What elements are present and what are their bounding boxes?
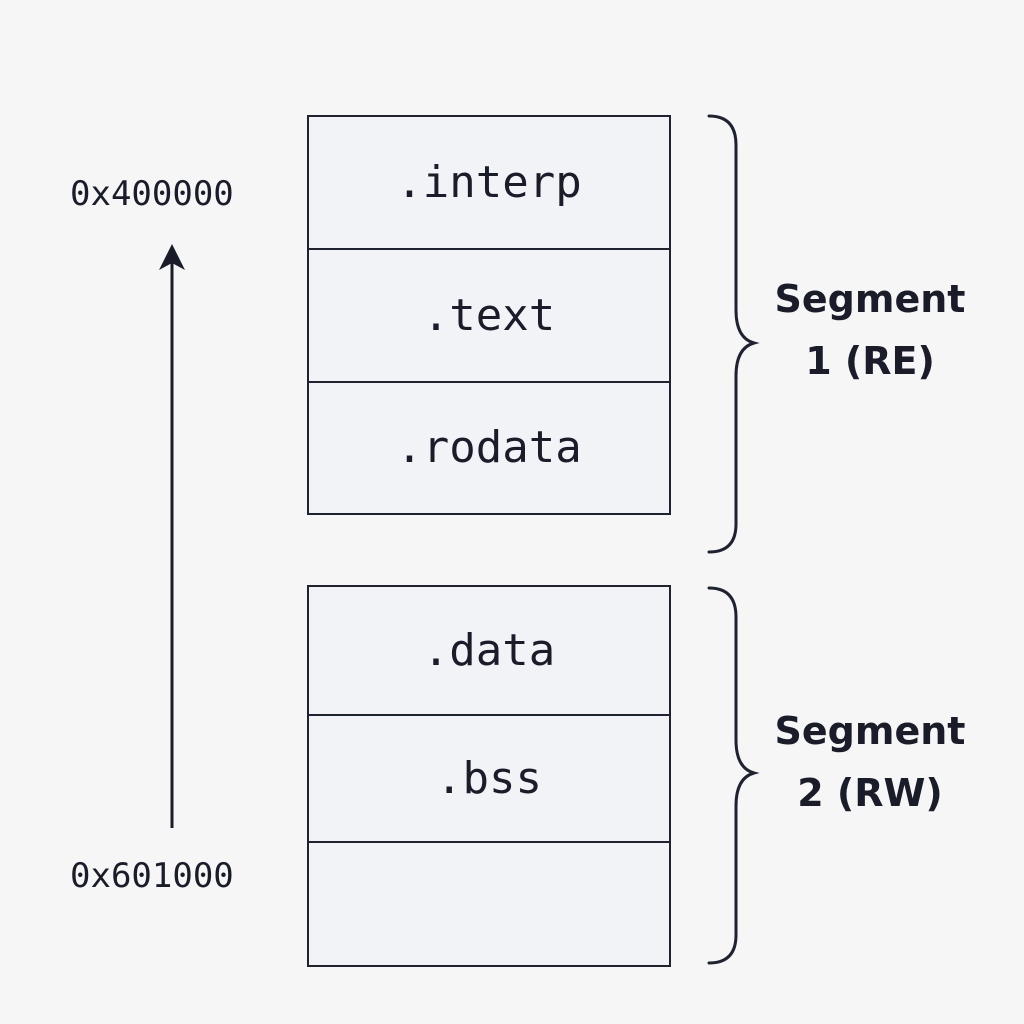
address-label-bottom: 0x601000 bbox=[70, 856, 234, 896]
segment-2-label: Segment 2 (RW) bbox=[760, 700, 980, 824]
section-interp: .interp bbox=[309, 117, 669, 250]
segment-2-label-line2: 2 (RW) bbox=[797, 771, 943, 815]
segment-1-label: Segment 1 (RE) bbox=[760, 268, 980, 392]
segment-2-brace-icon bbox=[707, 586, 760, 965]
section-bss: .bss bbox=[309, 716, 669, 843]
section-rodata: .rodata bbox=[396, 422, 582, 473]
segment-1-box: .interp .text .rodata bbox=[307, 115, 671, 515]
section-text: .text bbox=[309, 250, 669, 383]
segment-1-brace-icon bbox=[707, 114, 760, 554]
segment-1-label-line2: 1 (RE) bbox=[805, 339, 935, 383]
address-label-top: 0x400000 bbox=[70, 174, 234, 214]
arrow-head-icon bbox=[159, 244, 185, 270]
section-data: .data bbox=[309, 587, 669, 716]
segment-2-label-line1: Segment bbox=[774, 709, 966, 753]
segment-1-label-line1: Segment bbox=[774, 277, 966, 321]
segment-2-box: .data .bss bbox=[307, 585, 671, 967]
